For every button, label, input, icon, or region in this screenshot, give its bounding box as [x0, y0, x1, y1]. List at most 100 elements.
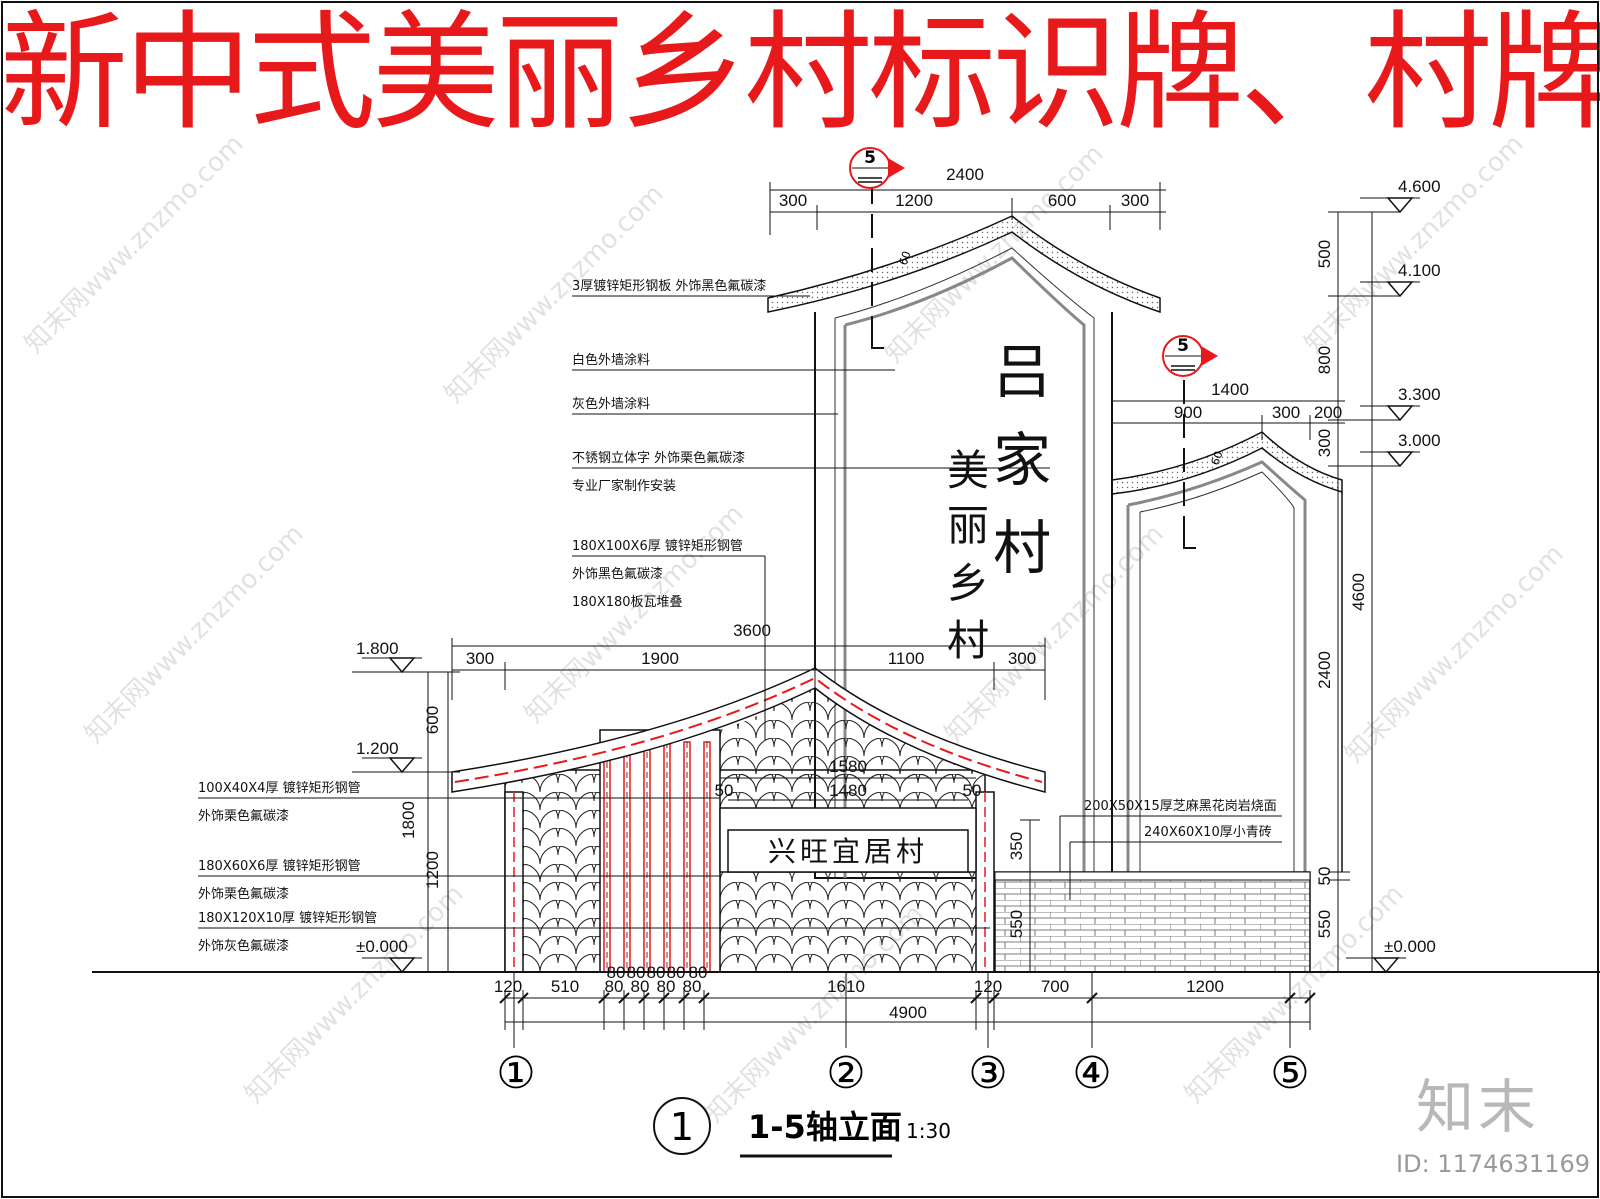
- section-marker-top: 5 60: [849, 147, 914, 349]
- dim-label: 50: [963, 781, 982, 800]
- dim-tick-slash: [1304, 992, 1316, 1004]
- dim-label: 300: [1008, 649, 1036, 668]
- elevation-label: 4.100: [1398, 261, 1441, 280]
- dim-label: 300: [779, 191, 807, 210]
- dim-label: 80: [657, 977, 676, 996]
- caption-number: 1: [670, 1105, 694, 1149]
- top-dimension: [769, 182, 1166, 235]
- village-name-char: 村: [993, 514, 1051, 582]
- elevation-mark: [388, 657, 416, 674]
- wall-vertical-dimension: [1020, 819, 1040, 972]
- vdim-label: 4600: [1349, 573, 1368, 611]
- watermark-text: 知末网www.znzmo.com: [879, 139, 1110, 370]
- section-marker-label: 5: [864, 148, 876, 168]
- axis-marker: ④: [1072, 1048, 1111, 1099]
- dim-label: 300: [466, 649, 494, 668]
- dim-label: 80: [631, 977, 650, 996]
- dim-label: 1200: [1186, 977, 1224, 996]
- watermark-text: 知末网www.znzmo.com: [439, 179, 670, 410]
- dim-total-label: 4900: [889, 1003, 927, 1022]
- dim-tick-slash: [638, 992, 650, 1004]
- dim-label: 1580: [829, 757, 867, 776]
- slogan-char: 美: [947, 446, 989, 495]
- axis-marker: ③: [968, 1048, 1007, 1099]
- dim-label: 80: [683, 977, 702, 996]
- dim-label: 80: [605, 977, 624, 996]
- image-id: ID: 1174631169: [1396, 1150, 1590, 1178]
- annotation: 180X120X10厚 镀锌矩形钢管: [198, 910, 377, 926]
- vdim-label: 550: [1007, 910, 1026, 938]
- page-title: 新中式美丽乡村标识牌、村牌: [0, 0, 1600, 148]
- axis-marker: ⑤: [1270, 1048, 1309, 1099]
- dim-label: 200: [1314, 403, 1342, 422]
- dim-label: 600: [1048, 191, 1076, 210]
- right-elevation-marks: [1346, 197, 1420, 974]
- axis-marker: ①: [496, 1048, 535, 1099]
- vdim-label: 300: [1315, 429, 1334, 457]
- slogan-char: 村: [947, 616, 989, 665]
- section-marker-label: 5: [1177, 336, 1189, 356]
- dim-label: 80: [627, 963, 646, 982]
- section-marker-side: 5 60: [1162, 335, 1226, 549]
- annotation: 外饰栗色氟碳漆: [198, 808, 289, 824]
- watermark-text: 知末网www.znzmo.com: [1339, 539, 1570, 770]
- annotation: 200X50X15厚芝麻黑花岗岩烧面: [1084, 798, 1277, 814]
- left-vertical-dimension: [352, 671, 460, 973]
- dim-label: 50: [715, 781, 734, 800]
- dim-tick-slash: [988, 992, 1000, 1004]
- bottom-dimension: [505, 997, 1310, 1023]
- plaque-dimension: [720, 777, 976, 801]
- annotation: 白色外墙涂料: [572, 352, 650, 368]
- elevation-label: ±0.000: [356, 937, 408, 956]
- watermark-text: 知末网www.znzmo.com: [519, 499, 750, 730]
- dim-label: 80: [667, 963, 686, 982]
- watermark-text: 知末网www.znzmo.com: [79, 519, 310, 750]
- vdim-label: 50: [1315, 867, 1334, 886]
- dim-label: 900: [1174, 403, 1202, 422]
- vdim-label: 2400: [1315, 651, 1334, 689]
- annotation: 240X60X10厚小青砖: [1144, 825, 1272, 840]
- annotation-leaders-right: [1059, 815, 1282, 900]
- axis-lines: [513, 972, 1291, 1048]
- vdim-label: 1800: [399, 801, 418, 839]
- elevation-mark: [1386, 197, 1414, 214]
- annotation: 外饰栗色氟碳漆: [198, 886, 289, 902]
- annotation-leaders-lower: [198, 797, 990, 929]
- elevation-label: 1.200: [356, 739, 399, 758]
- dim-label: 80: [607, 963, 626, 982]
- dim-tick-slash: [517, 992, 529, 1004]
- elevation-mark: [1386, 405, 1414, 422]
- vdim-label: 600: [423, 706, 442, 734]
- dim-label: 300: [1272, 403, 1300, 422]
- dim-tick-slash: [658, 992, 670, 1004]
- elevation-label: 3.300: [1398, 385, 1441, 404]
- dim-tick-slash: [698, 992, 710, 1004]
- vdim-label: 800: [1315, 346, 1334, 374]
- elevation-mark: [1386, 451, 1414, 468]
- dim-label: 80: [647, 963, 666, 982]
- elevation-label: ±0.000: [1384, 937, 1436, 956]
- caption-scale: 1:30: [906, 1119, 951, 1143]
- brand-logo: 知末: [1415, 1073, 1540, 1141]
- annotation: 180X180板瓦堆叠: [572, 595, 683, 610]
- dim-label: 1400: [1211, 380, 1249, 399]
- dim-tick-slash: [970, 992, 982, 1004]
- elevation-label: 3.000: [1398, 431, 1441, 450]
- elevation-label: 1.800: [356, 639, 399, 658]
- dim-tick-slash: [598, 992, 610, 1004]
- annotation: 180X60X6厚 镀锌矩形钢管: [198, 858, 361, 874]
- dim-label: 510: [551, 977, 579, 996]
- dim-label: 120: [494, 977, 522, 996]
- dim-label: 700: [1041, 977, 1069, 996]
- annotation: 外饰黑色氟碳漆: [572, 566, 663, 582]
- elevation-mark: [388, 757, 416, 774]
- side-dimension: [1112, 400, 1345, 440]
- vdim-label: 1200: [423, 851, 442, 889]
- dim-label: 1200: [895, 191, 933, 210]
- elevation-mark: [1372, 957, 1400, 974]
- section-angle-label: 60: [1209, 449, 1226, 467]
- vdim-label: 500: [1315, 240, 1334, 268]
- annotation-leaders-upper: [572, 295, 1050, 740]
